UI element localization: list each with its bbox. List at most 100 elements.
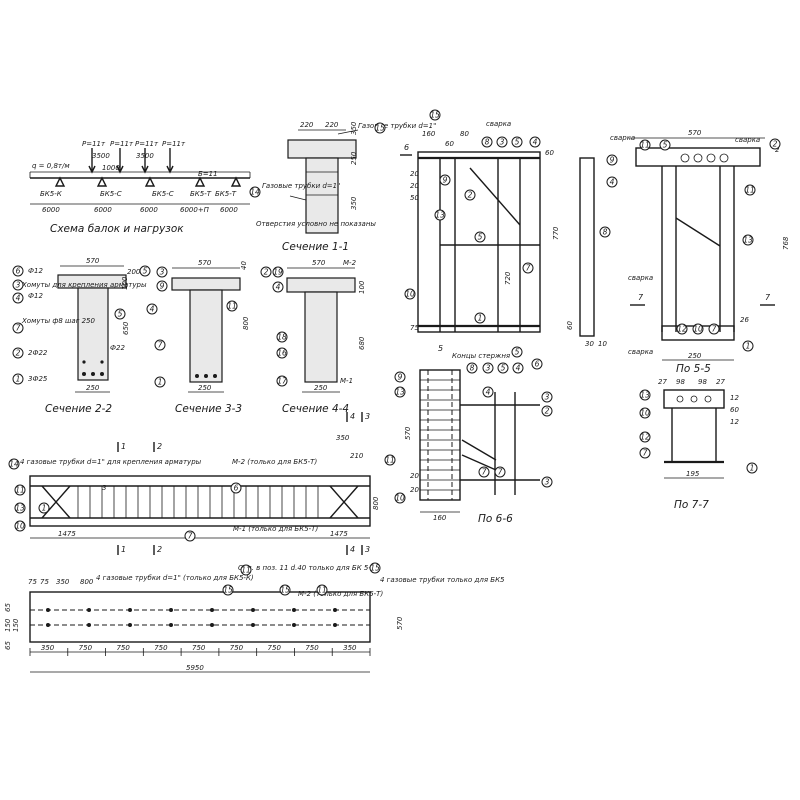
embed-note: М-1 (только для БК5-Т) (233, 525, 318, 533)
callout-number: 10 (693, 325, 703, 334)
pipe-hole (333, 608, 337, 612)
callout-number: 11 (385, 456, 395, 465)
section-caption: Сечение 1-1 (282, 241, 349, 253)
dim-label: 350 (343, 644, 357, 652)
cut-marker: 3 (365, 412, 370, 421)
callout-number: 1 (158, 378, 163, 387)
callout-number: 13 (640, 391, 650, 400)
callout-number: 7 (158, 341, 163, 350)
label-b11: Б=11 (198, 170, 218, 178)
dim-label: 768 (782, 236, 790, 250)
callout-number: 9 (160, 282, 165, 291)
callout-number: 2 (16, 349, 21, 358)
callout-number: 8 (485, 138, 490, 147)
cut-marker: 6 (404, 143, 409, 152)
pipes-note: 4 газовые трубки d=1" для крепления арма… (20, 458, 202, 466)
weld-note: сварка (610, 134, 635, 142)
callout-number: 15 (430, 111, 440, 120)
dim-label: 40 (240, 261, 248, 270)
rod-ends-note: Концы стержня (452, 352, 510, 360)
pipe-hole (292, 608, 296, 612)
dim-label: 20 (410, 182, 419, 190)
callout-number: 11 (317, 586, 327, 595)
clamps-note: Хомуты для крепления арматуры (21, 281, 147, 289)
load-label: P=11т (135, 140, 159, 148)
callout-number: 10 (640, 409, 650, 418)
dim-label: 3500 (92, 152, 110, 160)
dim-label: 570 (396, 616, 404, 630)
callout-number: 1 (16, 375, 21, 384)
callout-number: 5 (143, 267, 148, 276)
distributed-load: q = 0,8т/м (32, 162, 70, 170)
scheme-caption: Схема балок и нагрузок (50, 223, 184, 235)
callout-number: 7 (643, 449, 648, 458)
dim-label: 570 (198, 259, 212, 267)
beam-label: БК5-Т (190, 190, 212, 198)
cut-marker: 5 (438, 344, 443, 353)
view-5-5: 570 сварка сварка сварка сварка 768 250 … (606, 129, 790, 375)
dim-label: 250 (688, 352, 702, 360)
dim-label: 27 (716, 378, 725, 386)
dim-label: 65 (4, 603, 12, 612)
callout-number: 2 (264, 268, 269, 277)
dim-label: 75 (28, 578, 37, 586)
dim-label: 750 (154, 644, 168, 652)
rebar-label: Ф12 (28, 292, 43, 300)
callout-number: 9 (610, 156, 615, 165)
dim-label: 350 (336, 434, 350, 442)
pipes-note: 4 газовые трубки только для БК5 (380, 576, 505, 584)
callout-number: 4 (276, 283, 281, 292)
pipe-hole (210, 623, 214, 627)
pipe-hole (128, 623, 132, 627)
callout-number: 12 (677, 325, 687, 334)
callout-number: 7 (498, 468, 503, 477)
callout-number: 8 (603, 228, 608, 237)
cut-marker: 4 (350, 545, 355, 554)
dim-label: 200 (127, 268, 141, 276)
pipe-hole (169, 623, 173, 627)
dim-label: 800 (80, 578, 94, 586)
callout-number: 5 (118, 310, 123, 319)
openings-note: Отверстия условно не показаны (256, 220, 376, 228)
callout-number: 1 (750, 464, 755, 473)
embed-label: М-1 (340, 377, 353, 385)
beam-elevation: 4 газовые трубки d=1" для крепления арма… (8, 412, 396, 555)
dim-label: 160 (422, 130, 436, 138)
pipe-hole (46, 623, 50, 627)
callout-number: 4 (150, 305, 155, 314)
callout-number: 11 (640, 141, 650, 150)
callout-number: 4 (486, 388, 491, 397)
dim-label: 60 (445, 140, 454, 148)
dim-label: 750 (192, 644, 206, 652)
load-label: P=11т (82, 140, 106, 148)
callout-number: 2 (468, 191, 473, 200)
dim-label: 20 (410, 486, 419, 494)
dim-label: 50 (410, 194, 419, 202)
beam-plan: 75 75 350 800 4 газовые трубки d=1" (тол… (4, 562, 505, 673)
dim-label: 250 (350, 151, 358, 165)
span-dim: 6000 (94, 206, 112, 214)
callout-number: 7 (712, 325, 717, 334)
beam-label: БК5-С (152, 190, 174, 198)
callout-number: 13 (15, 504, 25, 513)
holes-note: Отв. в поз. 11 d.40 только для БК 5-Т (238, 564, 376, 572)
callout-number: 3 (16, 281, 21, 290)
pipe-hole (87, 608, 91, 612)
callout-number: 10 (405, 290, 415, 299)
beam-label: БК5-Т (215, 190, 237, 198)
dim-label: 80 (460, 130, 469, 138)
pipes-note: Газовые трубки d=1" (358, 122, 436, 130)
dim-label: 250 (198, 384, 212, 392)
load-label: P=11т (110, 140, 134, 148)
callout-number: 13 (743, 236, 753, 245)
dim-label: 570 (404, 426, 412, 440)
callout-number: 5 (478, 233, 483, 242)
embed-note: М-2 (только для БК5-Т) (232, 458, 317, 466)
rebar-label: 3Ф25 (28, 375, 48, 383)
callout-number: 7 (188, 532, 193, 541)
dim-label: 20 (410, 170, 419, 178)
dim-label: 650 (122, 321, 130, 335)
span-dim: 6000+П (180, 206, 210, 214)
callout-number: 11 (227, 302, 237, 311)
callout-number: 4 (516, 364, 521, 373)
